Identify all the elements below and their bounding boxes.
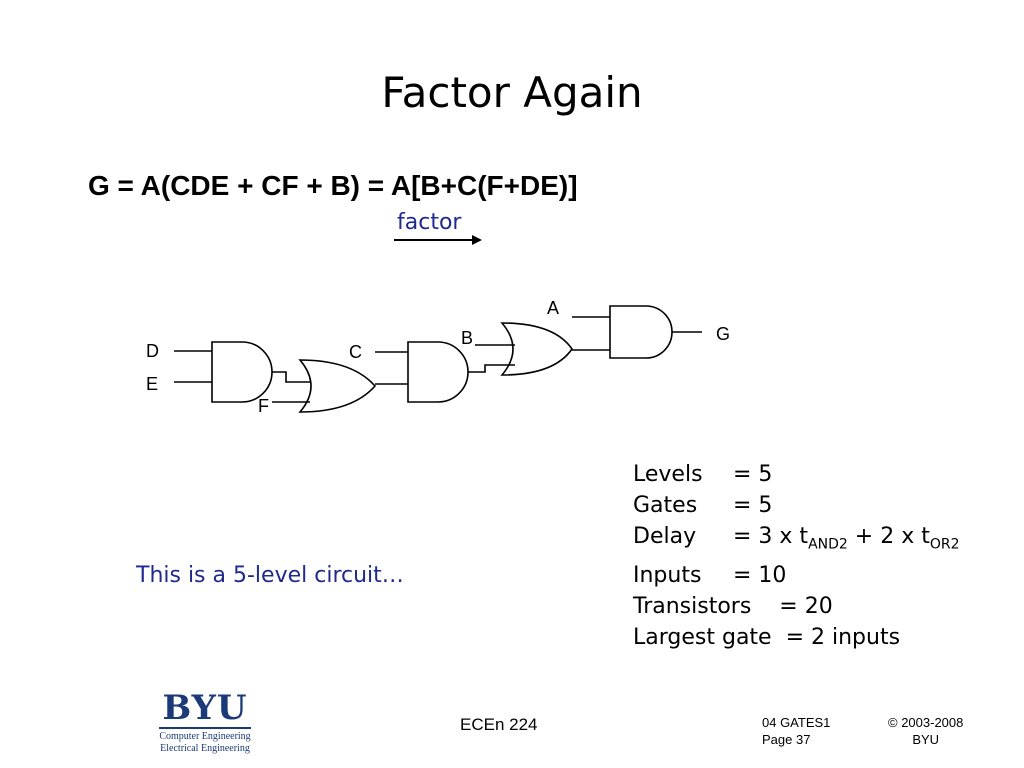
input-d-label: D — [146, 341, 159, 361]
copyright-years: © 2003-2008 — [888, 715, 964, 730]
input-f-label: F — [258, 396, 269, 416]
stat-levels: Levels= 5 — [633, 462, 773, 487]
factor-label: factor — [397, 210, 462, 235]
slide-code: 04 GATES1 — [762, 715, 831, 730]
logo-dept-2: Electrical Engineering — [160, 743, 250, 754]
input-c-label: C — [349, 342, 362, 362]
stat-delay: Delay= 3 x tAND2 + 2 x tOR2 — [633, 524, 960, 553]
output-g-label: G — [716, 324, 730, 344]
byu-logo: BYU Computer Engineering Electrical Engi… — [155, 690, 255, 755]
input-e-label: E — [146, 374, 158, 394]
logo-text: BYU — [162, 688, 248, 728]
stat-gates: Gates= 5 — [633, 493, 773, 518]
stat-transistors: Transistors = 20 — [633, 594, 833, 620]
logo-divider — [159, 727, 251, 729]
or-gate-1 — [298, 359, 377, 413]
circuit-stats: Levels= 5 Gates= 5 Delay= 3 x tAND2 + 2 … — [633, 459, 960, 653]
course-code: ECEn 224 — [460, 715, 538, 734]
page-number: Page 37 — [762, 732, 811, 747]
circuit-diagram: D E F C B A G — [146, 298, 730, 416]
slide-title: Factor Again — [381, 68, 643, 117]
or-gate-2 — [500, 322, 573, 376]
copyright: © 2003-2008 BYU — [888, 714, 963, 748]
stat-largest-gate: Largest gate = 2 inputs — [633, 625, 901, 651]
and-gate-3 — [609, 305, 673, 359]
stat-inputs: Inputs= 10 — [633, 563, 787, 589]
factor-arrow-icon — [394, 235, 482, 245]
slide-reference: 04 GATES1 Page 37 — [762, 714, 830, 748]
and-gate-2 — [407, 341, 469, 403]
input-b-label: B — [461, 328, 473, 348]
logo-dept-1: Computer Engineering — [159, 731, 251, 742]
and-gate-1 — [211, 341, 273, 403]
level-note: This is a 5-level circuit… — [136, 563, 404, 588]
copyright-org: BYU — [912, 732, 940, 747]
input-a-label: A — [547, 298, 559, 318]
equation: G = A(CDE + CF + B) = A[B+C(F+DE)] — [88, 170, 578, 201]
